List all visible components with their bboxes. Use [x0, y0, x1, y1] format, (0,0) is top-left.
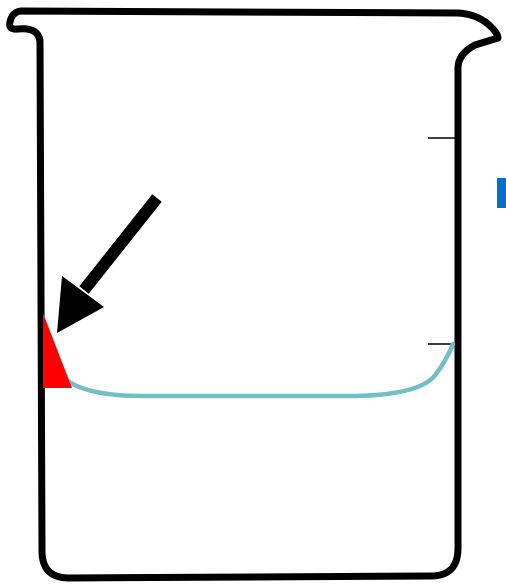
arrow-icon: [57, 276, 104, 333]
arrow-shaft: [79, 194, 162, 294]
meniscus-highlight-triangle: [43, 313, 72, 388]
beaker-outline: [6, 7, 502, 582]
meniscus-curve: [63, 341, 456, 399]
edge-mark: [497, 178, 506, 208]
